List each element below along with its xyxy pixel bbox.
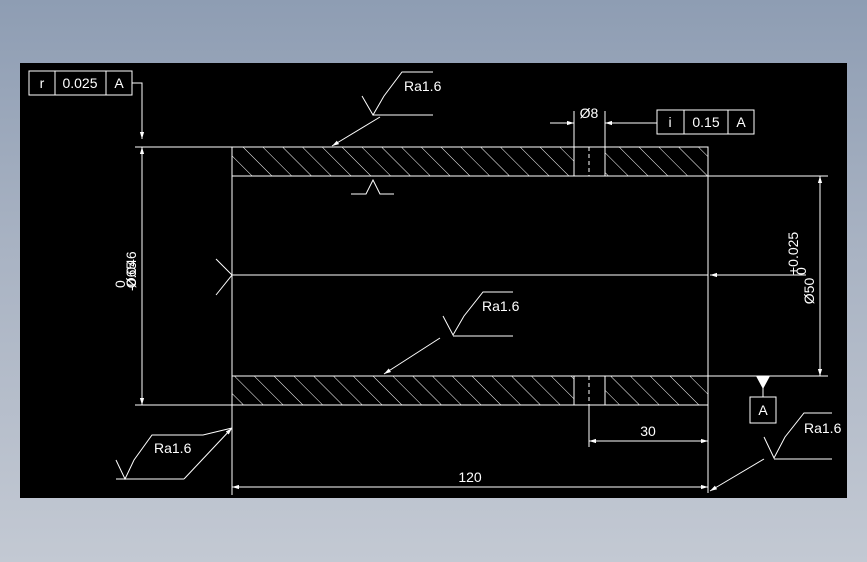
part-outline [231,146,709,406]
hole-dim-text: Ø8 [580,105,599,121]
fcf-left-tolerance: 0.025 [62,75,97,91]
fcf-top-left [28,70,133,96]
cad-viewport[interactable]: r 0.025 A i 0.15 A Ø8 Ra1.6 Ra1.6 Ra1.6 … [20,63,847,498]
roughness-label-2: Ra1.6 [482,298,520,314]
fcf-left-datum: A [114,75,124,91]
drawing-canvas: r 0.025 A i 0.15 A Ø8 Ra1.6 Ra1.6 Ra1.6 … [28,70,842,495]
fcf-right-symbol: i [668,114,671,130]
outer-dia-tol-lower: -0.046 [123,251,139,291]
upper-wall-hatch-left [231,146,575,177]
inner-dia-text: Ø50 [801,278,817,305]
lower-wall-hatch-left [231,375,575,406]
inner-dia-tol-lower: 0 [793,267,809,275]
datum-box [749,396,777,424]
inner-dia-tol-upper: +0.025 [785,232,801,275]
fcf-right-tolerance: 0.15 [692,114,719,130]
outer-dia-tol-upper: 0 [112,280,128,288]
upper-wall-hatch-right [604,146,709,177]
lower-wall-hatch-right [604,375,709,406]
dim-30-text: 30 [640,423,656,439]
roughness-label-1: Ra1.6 [404,78,442,94]
dim-120-text: 120 [458,469,482,485]
roughness-label-3: Ra1.6 [154,440,192,456]
roughness-label-4: Ra1.6 [804,420,842,436]
fcf-left-symbol: r [40,75,45,91]
outer-dia-text: Ø65 [123,262,139,289]
fcf-top-right [656,109,755,135]
fcf-right-datum: A [736,114,746,130]
datum-label: A [758,402,768,418]
